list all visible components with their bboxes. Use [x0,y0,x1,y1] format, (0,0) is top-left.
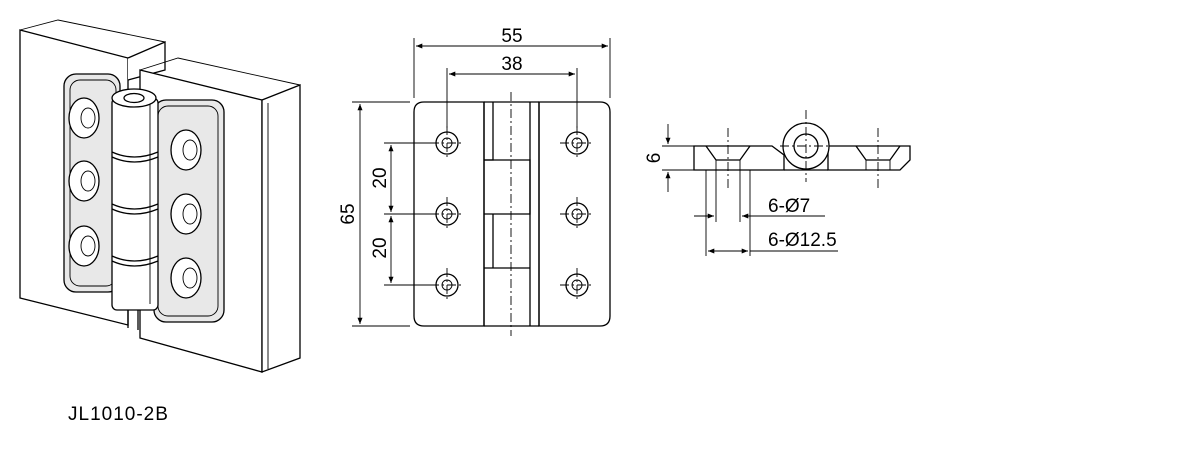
side-view: 6 6-Ø7 6-Ø12.5 [644,110,911,256]
dimension-spacing-20-upper: 20 [370,142,434,286]
model-code: JL1010-2B [68,404,169,425]
front-view-holes [430,126,594,302]
right-leaf-holes [170,129,202,299]
isometric-hinge-view [19,19,301,373]
dimension-20-upper-label: 20 [370,167,391,188]
dimension-height-65: 65 [338,101,410,327]
left-leaf-holes [68,97,100,267]
dimension-spacing-20-lower: 20 [370,216,394,283]
dimension-55-label: 55 [501,26,522,47]
hinge-knuckle [111,88,159,330]
dimension-20-lower-label: 20 [370,237,391,258]
dimension-6-label: 6 [644,153,665,164]
callout-through-hole: 6-Ø7 [694,170,825,222]
dimension-hole-spacing-38: 38 [446,54,578,128]
front-view: 55 38 65 20 20 [338,26,611,336]
dimension-38-label: 38 [501,54,522,75]
callout-countersink: 6-Ø12.5 [705,170,838,256]
dimension-thickness-6: 6 [644,124,694,192]
callout-countersink-label: 6-Ø12.5 [768,230,837,251]
callout-through-hole-label: 6-Ø7 [768,196,810,217]
dimension-width-55: 55 [413,26,611,98]
dimension-65-label: 65 [338,203,359,224]
